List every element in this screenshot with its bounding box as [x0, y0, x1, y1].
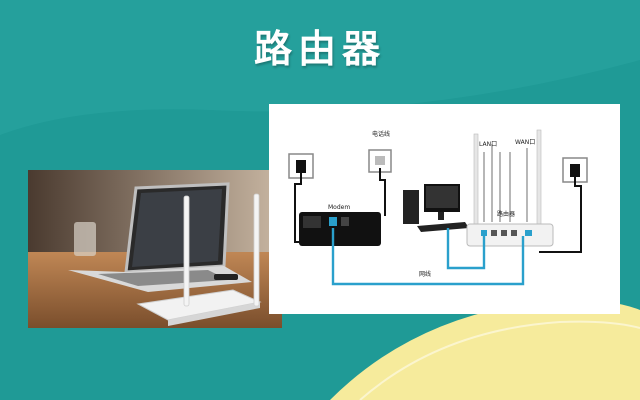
laptop-router-photo — [28, 170, 282, 328]
router-icon — [466, 129, 554, 247]
network-cable-label: 网线 — [419, 270, 431, 278]
phone-line-label: 电话线 — [372, 130, 390, 138]
modem-icon — [299, 212, 381, 246]
wan-port-label: WAN口 — [515, 139, 535, 146]
computer-icon — [403, 184, 469, 232]
lan-port-label: LAN口 — [479, 141, 497, 148]
yellow-wave — [330, 299, 640, 400]
modem-label: Modem — [328, 204, 350, 211]
page-title: 路由器 — [253, 26, 386, 71]
connection-diagram: Modem 电话线 LAN口 WAN口 路由器 — [269, 104, 620, 314]
router-label: 路由器 — [497, 210, 515, 218]
